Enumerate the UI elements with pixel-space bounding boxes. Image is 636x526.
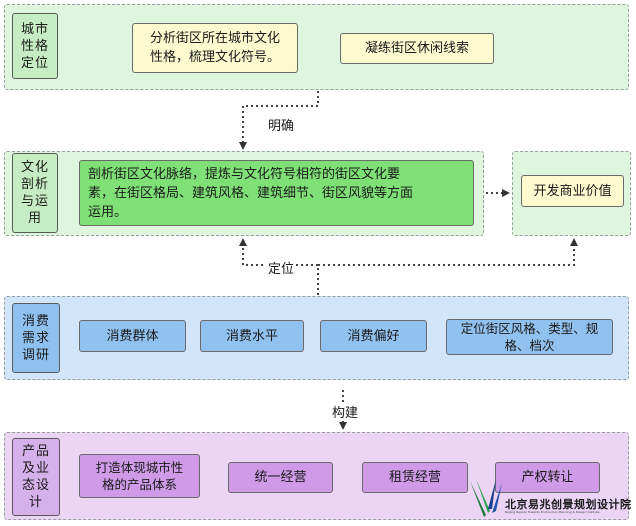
watermark-text: 北京易兆创景规划设计院: [505, 498, 632, 511]
lease-operation-box: 租赁经营: [362, 462, 468, 493]
property-transfer-box: 产权转让: [495, 462, 600, 493]
analyze-city-culture-box: 分析街区所在城市文化 性格，梳理文化符号。: [132, 23, 298, 73]
product-system-box: 打造体现城市性 格的产品体系: [79, 454, 200, 498]
culture-tag: 文化 剖析 与运 用: [12, 153, 58, 233]
consumption-preference-box: 消费偏好: [320, 320, 427, 352]
position-arrow-left: [239, 238, 319, 295]
product-tag: 产品 及业 态设 计: [12, 438, 60, 516]
culture-analysis-box: 剖析街区文化脉络，提炼与文化符号相符的街区文化要 素，在街区格局、建筑风格、建筑…: [79, 160, 474, 226]
clarify-label: 明确: [266, 115, 297, 134]
build-label: 构建: [330, 402, 361, 421]
position-arrow-right: [318, 238, 578, 266]
consumption-level-box: 消费水平: [200, 320, 304, 352]
positioning-style-box: 定位街区风格、类型、规 格、档次: [446, 319, 613, 355]
commercial-value-box: 开发商业价值: [521, 175, 624, 207]
research-tag: 消费 需求 调研: [12, 303, 60, 373]
watermark-subtext: Beijing Beauty Towards Ecotourism Planni…: [505, 510, 600, 514]
consumer-group-box: 消费群体: [79, 320, 186, 352]
unified-operation-box: 统一经营: [228, 462, 333, 493]
watermark-logo-icon: [470, 479, 502, 517]
clarify-arrow: [239, 91, 319, 150]
position-label: 定位: [266, 258, 297, 277]
positioning-panel: [4, 4, 629, 90]
leisure-clue-box: 凝练街区休闲线索: [340, 33, 494, 64]
positioning-tag: 城市 性格 定位: [12, 13, 58, 79]
